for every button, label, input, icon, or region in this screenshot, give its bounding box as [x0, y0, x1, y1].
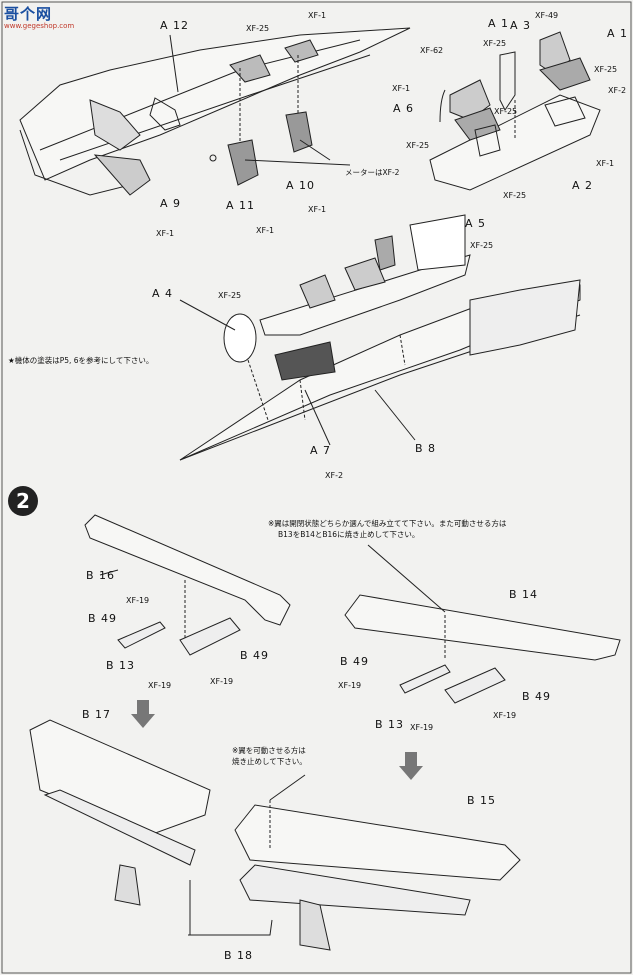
part-label-b49-left-2: B 49 — [240, 649, 270, 662]
movable-note-line1: ※翼を可動させる方は — [232, 746, 306, 755]
part-label-b49-right-2: B 49 — [522, 690, 552, 703]
paint-label-xf1-a11: XF-1 — [256, 226, 275, 235]
paint-label-xf2-a1r: XF-2 — [608, 86, 627, 95]
paint-label-xf62: XF-62 — [420, 46, 444, 55]
meter-paint-note: メーターはXF-2 — [345, 168, 400, 177]
paint-label-xf25-a4: XF-25 — [218, 291, 242, 300]
part-label-a2: A 2 — [572, 179, 594, 192]
fuselage-b17-drawing — [29, 719, 273, 936]
paint-label-xf25-seat: XF-25 — [406, 141, 430, 150]
wing-b14-drawing — [344, 544, 621, 704]
paint-label-xf49: XF-49 — [535, 11, 559, 20]
paint-label-xf1-a10: XF-1 — [308, 205, 327, 214]
fuselage-b15-drawing — [234, 774, 521, 951]
part-label-a7: A 7 — [310, 444, 332, 457]
wing-note-line2: B13をB14とB16に焼き止めして下さい。 — [278, 530, 420, 539]
cockpit-tub-drawing — [429, 31, 601, 191]
part-label-a5: A 5 — [465, 217, 487, 230]
paint-label-xf25-a2: XF-25 — [503, 191, 527, 200]
paint-label-xf19-right-3: XF-19 — [493, 711, 517, 720]
part-label-a12: A 12 — [160, 19, 190, 32]
part-label-b17: B 17 — [82, 708, 112, 721]
paint-label-xf25-a1r: XF-25 — [594, 65, 618, 74]
part-label-a4: A 4 — [152, 287, 174, 300]
part-label-a11: A 11 — [226, 199, 256, 212]
part-label-b13-right: B 13 — [375, 718, 405, 731]
paint-label-xf1-a2: XF-1 — [596, 159, 615, 168]
part-label-a10: A 10 — [286, 179, 316, 192]
wing-note-line1: ※翼は開閉状態どちらか選んで組み立てて下さい。また可動させる方は — [268, 519, 507, 528]
part-label-b14: B 14 — [509, 588, 539, 601]
watermark-site-name: 哥个网 — [4, 5, 53, 23]
part-label-a6: A 6 — [393, 102, 415, 115]
forward-fuselage-drawing — [19, 27, 411, 196]
fuselage-assembly-drawing — [179, 214, 581, 461]
part-label-b49-right-1: B 49 — [340, 655, 370, 668]
part-label-a1-right: A 1 — [607, 27, 629, 40]
paint-label-xf19-right-2: XF-19 — [410, 723, 434, 732]
part-label-b8: B 8 — [415, 442, 437, 455]
movable-note-line2: 焼き止めして下さい。 — [232, 757, 307, 766]
paint-label-xf19-left-3: XF-19 — [210, 677, 234, 686]
watermark-logo: 哥个网 www.gegeshop.com — [4, 3, 74, 30]
paint-label-xf1-a9: XF-1 — [156, 229, 175, 238]
paint-label-xf19-right-1: XF-19 — [338, 681, 362, 690]
paint-label-xf25-a3: XF-25 — [483, 39, 507, 48]
paint-label-xf1-a6: XF-1 — [392, 84, 411, 93]
paint-label-xf25-a5: XF-25 — [470, 241, 494, 250]
paint-label-xf25-a6: XF-25 — [494, 107, 518, 116]
part-label-b49-left-1: B 49 — [88, 612, 118, 625]
paint-label-xf19-left-2: XF-19 — [148, 681, 172, 690]
part-label-a3: A 3 — [510, 19, 532, 32]
paint-label-xf19-left-1: XF-19 — [126, 596, 150, 605]
part-label-b18: B 18 — [224, 949, 254, 962]
part-label-b15: B 15 — [467, 794, 497, 807]
paint-label-xf25-a12: XF-25 — [246, 24, 270, 33]
paint-reference-note: ★機体の塗装はP5, 6を参考にして下さい。 — [8, 356, 154, 365]
paint-label-xf1-top: XF-1 — [308, 11, 327, 20]
paint-label-xf2-a7: XF-2 — [325, 471, 344, 480]
part-label-a9: A 9 — [160, 197, 182, 210]
part-label-b13-left: B 13 — [106, 659, 136, 672]
wing-b16-drawing — [84, 514, 291, 656]
part-label-a1-left: A 1 — [488, 17, 510, 30]
step-2-number: 2 — [8, 486, 38, 516]
part-label-b16: B 16 — [86, 569, 116, 582]
watermark-site-url: www.gegeshop.com — [4, 22, 75, 30]
